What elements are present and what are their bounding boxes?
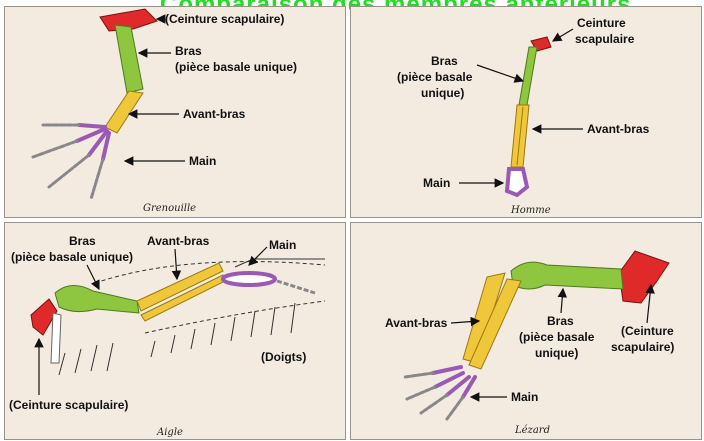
- human-main-bone: [507, 169, 527, 195]
- lizard-label-bras-3: unique): [535, 346, 578, 360]
- lizard-caption: Lézard: [514, 425, 550, 436]
- human-bras-bone: [519, 47, 537, 105]
- frog-bras-bone: [115, 25, 143, 93]
- eagle-main-bone: [223, 273, 275, 285]
- frog-avant-bras-bone: [105, 91, 143, 133]
- eagle-label-bras-1: Bras: [69, 234, 96, 248]
- lizard-label-ceinture-1: (Ceinture: [621, 324, 674, 338]
- panel-grenouille: (Ceinture scapulaire) Bras (pièce basale…: [4, 6, 346, 218]
- human-arrow-ceinture: [553, 29, 573, 41]
- eagle-arrow-bras: [87, 265, 99, 289]
- human-caption: Homme: [510, 205, 551, 216]
- human-arrow-bras: [477, 65, 523, 81]
- lizard-label-main: Main: [511, 390, 538, 404]
- frog-label-main: Main: [189, 154, 216, 168]
- eagle-bras-bone: [55, 285, 139, 313]
- frog-caption: Grenouille: [143, 203, 196, 214]
- lizard-label-ceinture-2: scapulaire): [611, 340, 674, 354]
- eagle-diagram: Bras (pièce basale unique) Avant-bras Ma…: [5, 223, 345, 439]
- human-diagram: Ceinture scapulaire Bras (pièce basale u…: [351, 7, 701, 217]
- lizard-main-bones: [433, 367, 475, 397]
- lizard-arrow-bras: [561, 289, 563, 313]
- human-label-main: Main: [423, 176, 450, 190]
- eagle-label-doigts: (Doigts): [261, 350, 306, 364]
- human-label-avant-bras: Avant-bras: [587, 122, 650, 136]
- frog-label-avant-bras: Avant-bras: [183, 107, 246, 121]
- lizard-label-avant-bras: Avant-bras: [385, 316, 448, 330]
- lizard-label-bras-1: Bras: [547, 314, 574, 328]
- eagle-arrow-avant-bras: [175, 249, 177, 279]
- panel-homme: Ceinture scapulaire Bras (pièce basale u…: [350, 6, 702, 218]
- eagle-label-ceinture: (Ceinture scapulaire): [9, 398, 128, 412]
- human-label-bras-1: Bras: [431, 54, 458, 68]
- frog-label-bras-1: Bras: [175, 44, 202, 58]
- human-label-ceinture-2: scapulaire: [575, 32, 635, 46]
- panel-lezard: Avant-bras Bras (pièce basale unique) (C…: [350, 222, 702, 440]
- eagle-label-avant-bras: Avant-bras: [147, 234, 210, 248]
- human-label-bras-2: (pièce basale: [397, 70, 473, 84]
- human-label-bras-3: unique): [421, 86, 464, 100]
- lizard-ceinture-bone: [619, 251, 669, 303]
- eagle-arrow-main: [249, 247, 267, 265]
- frog-label-ceinture: (Ceinture scapulaire): [165, 12, 284, 26]
- eagle-label-main: Main: [269, 238, 296, 252]
- eagle-label-bras-2: (pièce basale unique): [11, 250, 133, 264]
- lizard-finger-bones: [405, 373, 463, 419]
- panel-aigle: Bras (pièce basale unique) Avant-bras Ma…: [4, 222, 346, 440]
- eagle-coracoid-bone: [51, 313, 61, 363]
- frog-main-bones: [77, 125, 109, 159]
- lizard-bras-bone: [511, 262, 623, 289]
- lizard-diagram: Avant-bras Bras (pièce basale unique) (C…: [351, 223, 701, 439]
- human-label-ceinture-1: Ceinture: [577, 16, 626, 30]
- eagle-caption: Aigle: [156, 427, 183, 438]
- frog-diagram: (Ceinture scapulaire) Bras (pièce basale…: [5, 7, 345, 217]
- eagle-finger-bone: [277, 281, 315, 293]
- frog-label-bras-2: (pièce basale unique): [175, 60, 297, 74]
- lizard-label-bras-2: (pièce basale: [519, 330, 595, 344]
